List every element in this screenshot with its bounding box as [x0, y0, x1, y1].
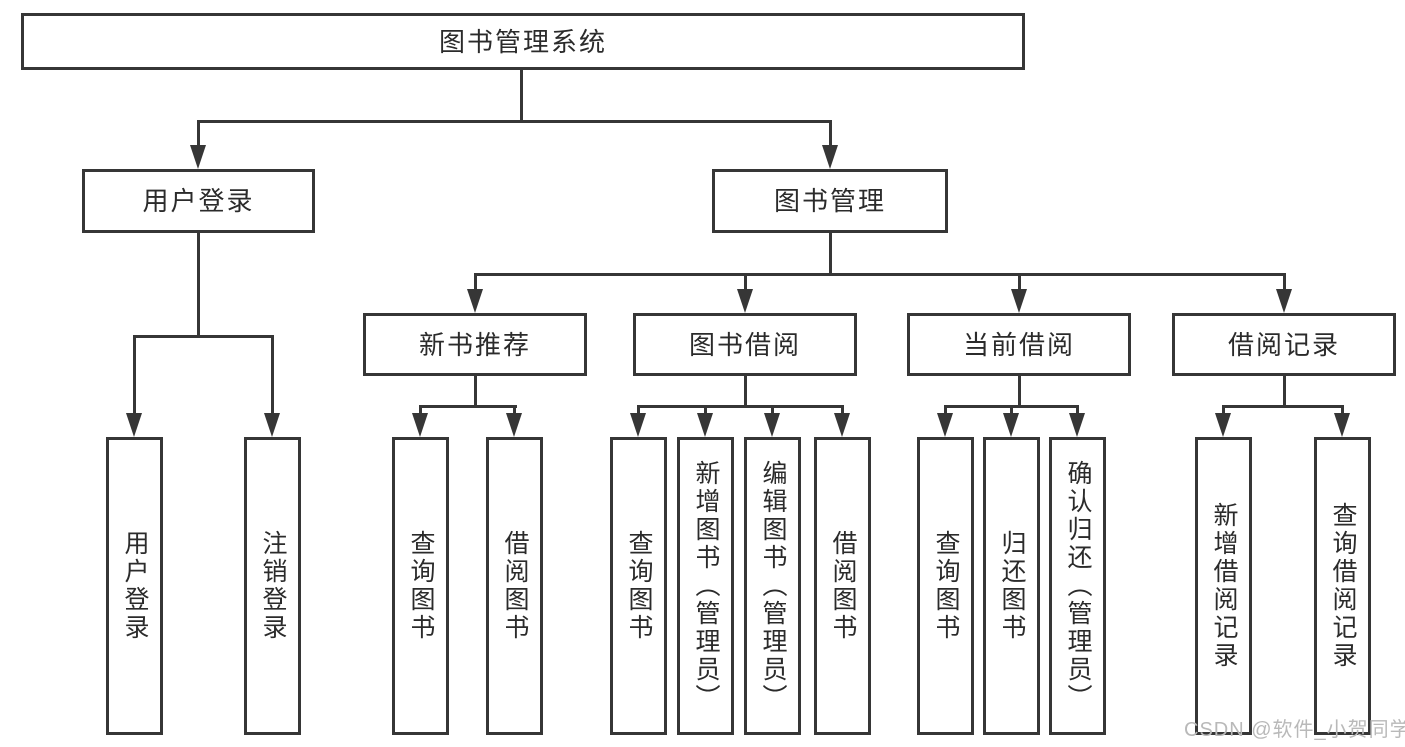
watermark-text: CSDN @软件_小贺同学	[1184, 719, 1405, 741]
connector-bookmgmt-branch	[474, 273, 1286, 276]
leaf-borrow-books-recommend: 借阅图书	[486, 437, 543, 735]
connector-to-book-management	[829, 120, 832, 148]
connector-bookmgmt-drop	[829, 233, 832, 276]
connector-stub	[1341, 405, 1344, 417]
arrowhead-leaf	[412, 413, 428, 437]
leaf-add-borrow-record: 新增借阅记录	[1195, 437, 1252, 735]
connector-userlogin-branch	[133, 335, 274, 338]
arrowhead-records	[1276, 289, 1292, 313]
connector-borrowing-drop	[744, 376, 747, 408]
leaf-query-borrow-record: 查询借阅记录	[1314, 437, 1371, 735]
leaf-edit-books-admin: 编辑图书（管理员）	[744, 437, 801, 735]
leaf-return-books: 归还图书	[983, 437, 1040, 735]
connector-to-leaf-logout	[271, 335, 274, 417]
connector-to-borrowing	[744, 273, 747, 292]
node-new-book-recommendation: 新书推荐	[363, 313, 587, 376]
arrowhead-leaf	[764, 413, 780, 437]
connector-recommend-branch	[419, 405, 517, 408]
connector-to-user-login	[197, 120, 200, 148]
connector-records-drop	[1283, 376, 1286, 408]
connector-to-recommend	[474, 273, 477, 292]
arrowhead-leaf-login	[126, 413, 142, 437]
arrowhead-leaf	[630, 413, 646, 437]
arrowhead-borrowing	[737, 289, 753, 313]
connector-records-branch	[1222, 405, 1344, 408]
connector-stub	[704, 405, 707, 417]
connector-stub	[841, 405, 844, 417]
node-user-login: 用户登录	[82, 169, 315, 233]
arrowhead-leaf	[1215, 413, 1231, 437]
connector-stub	[944, 405, 947, 417]
arrowhead-user-login	[190, 145, 206, 169]
node-root: 图书管理系统	[21, 13, 1025, 70]
leaf-borrow-books: 借阅图书	[814, 437, 871, 735]
connector-to-records	[1283, 273, 1286, 292]
arrowhead-leaf	[1003, 413, 1019, 437]
connector-stub	[513, 405, 516, 417]
node-current-borrowing: 当前借阅	[907, 313, 1131, 376]
connector-root-branch	[197, 120, 832, 123]
connector-userlogin-drop	[197, 233, 200, 338]
arrowhead-leaf	[1069, 413, 1085, 437]
connector-stub	[1010, 405, 1013, 417]
connector-stub	[771, 405, 774, 417]
leaf-user-login: 用户登录	[106, 437, 163, 735]
leaf-confirm-return-admin: 确认归还（管理员）	[1049, 437, 1106, 735]
leaf-query-books-borrow: 查询图书	[610, 437, 667, 735]
arrowhead-leaf	[506, 413, 522, 437]
leaf-add-books-admin: 新增图书（管理员）	[677, 437, 734, 735]
leaf-logout: 注销登录	[244, 437, 301, 735]
connector-stub	[1076, 405, 1079, 417]
node-book-borrowing: 图书借阅	[633, 313, 857, 376]
arrowhead-leaf-logout	[264, 413, 280, 437]
connector-stub	[637, 405, 640, 417]
arrowhead-recommend	[467, 289, 483, 313]
arrowhead-leaf	[697, 413, 713, 437]
connector-stub	[419, 405, 422, 417]
connector-to-current	[1018, 273, 1021, 292]
arrowhead-leaf	[1334, 413, 1350, 437]
connector-stub	[1222, 405, 1225, 417]
leaf-query-books-recommend: 查询图书	[392, 437, 449, 735]
connector-current-drop	[1018, 376, 1021, 408]
leaf-query-books-current: 查询图书	[917, 437, 974, 735]
connector-recommend-drop	[474, 376, 477, 408]
connector-borrowing-branch	[637, 405, 844, 408]
connector-root-drop	[520, 70, 523, 120]
node-borrowing-records: 借阅记录	[1172, 313, 1396, 376]
node-book-management: 图书管理	[712, 169, 948, 233]
arrowhead-leaf	[834, 413, 850, 437]
arrowhead-current	[1011, 289, 1027, 313]
arrowhead-book-management	[822, 145, 838, 169]
connector-to-leaf-login	[133, 335, 136, 417]
arrowhead-leaf	[937, 413, 953, 437]
